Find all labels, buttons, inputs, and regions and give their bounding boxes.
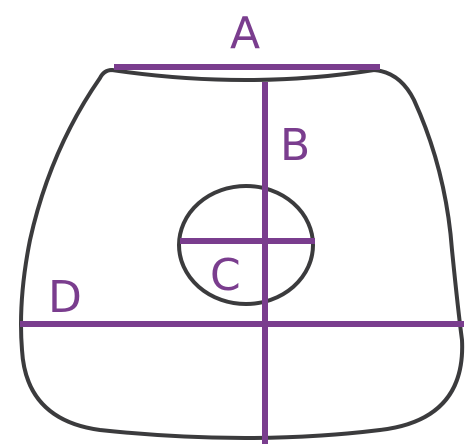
- label-c: C: [210, 250, 241, 301]
- label-d: D: [48, 272, 82, 323]
- inner-oval-outline: [177, 184, 315, 306]
- label-b: B: [280, 120, 310, 171]
- outer-shape-outline: [19, 68, 465, 440]
- label-a: A: [230, 8, 260, 59]
